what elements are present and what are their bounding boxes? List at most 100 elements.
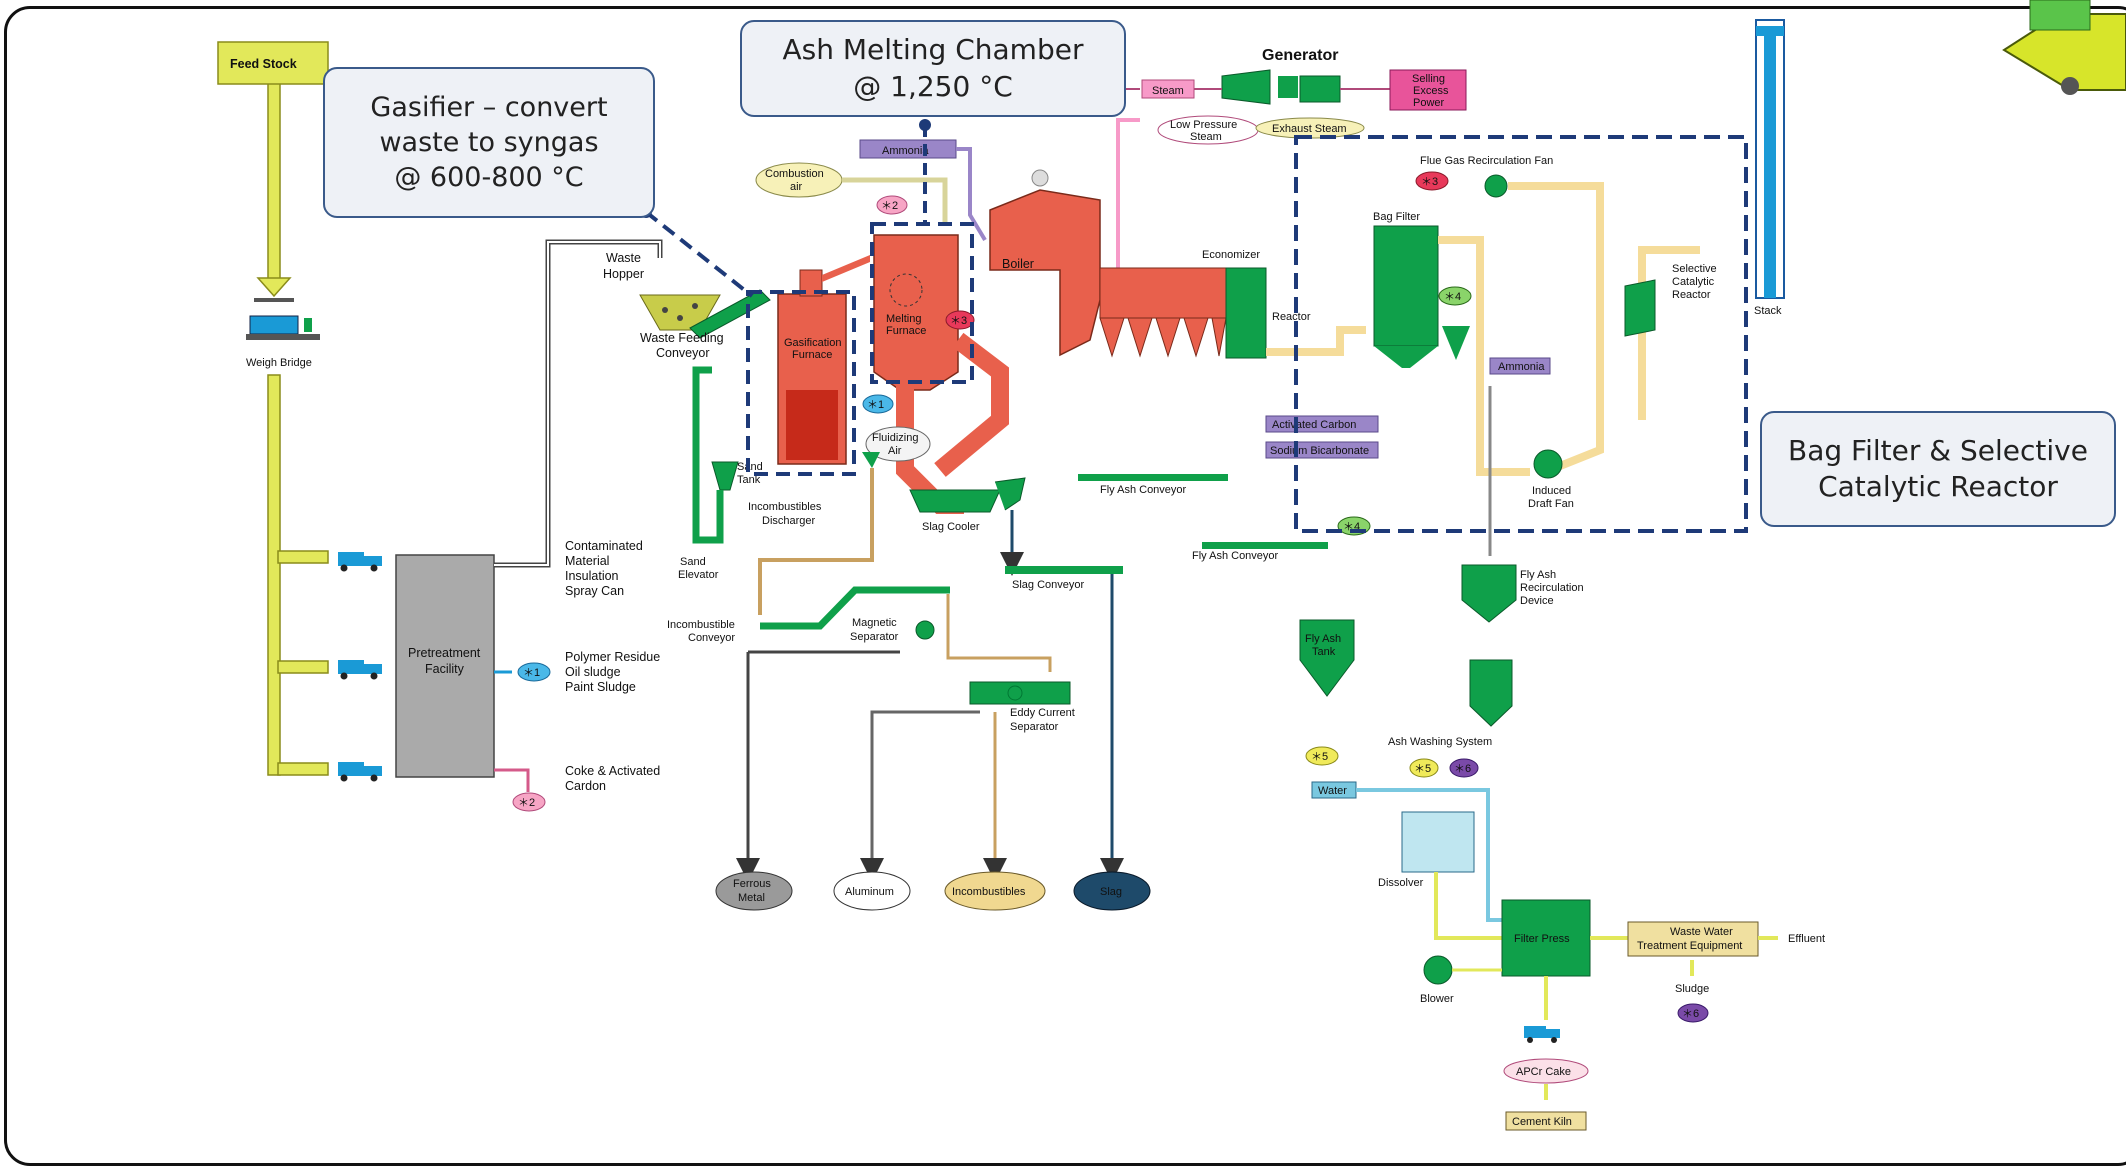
incombustible-conveyor: [760, 586, 950, 630]
sand-elevator: [692, 366, 724, 544]
svg-text:Furnace: Furnace: [792, 349, 832, 361]
water-line: [1356, 788, 1502, 922]
svg-text:Incombustibles: Incombustibles: [952, 886, 1026, 898]
slag-cooler: Slag Cooler: [909, 489, 1001, 533]
fly-ash-hoppers: [1099, 267, 1227, 358]
svg-text:Contaminated: Contaminated: [565, 539, 643, 553]
polymer-text: Polymer Residue Oil sludge Paint Sludge: [565, 650, 660, 694]
svg-text:Hopper: Hopper: [603, 267, 644, 281]
to-eddy-line: [946, 594, 1052, 672]
marker-3: [1415, 171, 1449, 191]
svg-text:Ammonia: Ammonia: [1498, 361, 1545, 373]
svg-text:Tank: Tank: [737, 474, 761, 486]
boiler: Boiler: [989, 169, 1101, 357]
svg-text:Selling: Selling: [1412, 73, 1445, 85]
svg-text:Waste: Waste: [606, 251, 641, 265]
contaminated-line-inner: [494, 241, 661, 566]
svg-text:Ammonia: Ammonia: [882, 145, 929, 157]
generator: Generator: [1221, 47, 1341, 105]
ash-melting-callout-line: Ash Melting Chamber: [782, 33, 1084, 67]
svg-text:Feed Stock: Feed Stock: [230, 57, 297, 71]
svg-text:＊4: ＊4: [1444, 291, 1461, 303]
combustion-air: Combustion air: [755, 162, 843, 198]
gasifier-highlight: [746, 290, 856, 476]
selling-power-box: Selling Excess Power: [1389, 69, 1467, 111]
svg-text:＊5: ＊5: [1414, 763, 1431, 775]
svg-text:Slag: Slag: [1100, 886, 1122, 898]
svg-text:Discharger: Discharger: [762, 515, 816, 527]
svg-text:Activated Carbon: Activated Carbon: [1272, 419, 1356, 431]
gasifier-pointer: [644, 210, 754, 298]
truck-icon: [1524, 1026, 1560, 1043]
svg-text:＊2: ＊2: [881, 200, 898, 212]
svg-text:＊1: ＊1: [523, 667, 540, 679]
svg-text:Coke & Activated: Coke & Activated: [565, 764, 660, 778]
svg-text:Magnetic: Magnetic: [852, 617, 897, 629]
bag-filter-callout-line: Catalytic Reactor: [1818, 470, 2058, 503]
svg-text:Sand: Sand: [680, 556, 706, 568]
recirc-duct: [1508, 182, 1604, 470]
svg-text:Waste Water: Waste Water: [1670, 926, 1733, 938]
ammonia-box: [1489, 357, 1551, 375]
melting-highlight: [870, 222, 974, 384]
truck-icon: [338, 660, 382, 680]
fluidizing-air: Fluidizing Air: [865, 426, 931, 462]
svg-text:Effluent: Effluent: [1788, 933, 1825, 945]
svg-text:Fly Ash: Fly Ash: [1305, 633, 1341, 645]
feed-stock-box: Feed Stock: [217, 41, 329, 85]
svg-text:Reactor: Reactor: [1272, 311, 1311, 323]
slag-output: Slag: [1073, 871, 1151, 911]
gasifier-callout-line: waste to syngas: [379, 126, 599, 158]
svg-text:Sludge: Sludge: [1675, 983, 1709, 995]
svg-text:Fly Ash Conveyor: Fly Ash Conveyor: [1100, 484, 1187, 496]
truck-icon: [338, 762, 382, 782]
fly-ash-recirculation-device: Fly Ash Recirculation Device: [1461, 564, 1584, 727]
contaminated-text: Contaminated Material Insulation Spray C…: [565, 539, 643, 598]
pretreatment-facility: Pretreatment Facility: [395, 554, 495, 778]
svg-text:Fly Ash Conveyor: Fly Ash Conveyor: [1192, 550, 1279, 562]
truck-logo-icon: [2002, 0, 2126, 95]
marker-6: [1449, 758, 1479, 778]
svg-text:Flue Gas Recirculation Fan: Flue Gas Recirculation Fan: [1420, 155, 1553, 167]
svg-text:Slag Cooler: Slag Cooler: [922, 521, 980, 533]
eddy-current-separator: Eddy Current Separator: [969, 681, 1075, 733]
filter-press: Filter Press: [1501, 899, 1591, 977]
marker-5: [1305, 746, 1339, 766]
svg-text:Stack: Stack: [1754, 305, 1782, 317]
svg-text:Sodium Bicarbonate: Sodium Bicarbonate: [1270, 445, 1369, 457]
dissolver: Dissolver: [1378, 811, 1475, 889]
svg-text:Incombustible: Incombustible: [667, 619, 735, 631]
svg-text:＊1: ＊1: [867, 399, 884, 411]
svg-text:Draft Fan: Draft Fan: [1528, 498, 1574, 510]
svg-text:Polymer Residue: Polymer Residue: [565, 650, 660, 664]
svg-text:Air: Air: [888, 445, 902, 457]
gasifier-callout-line: Gasifier – convert: [370, 91, 608, 123]
stack: Stack: [1754, 19, 1785, 317]
blower: Blower: [1420, 955, 1454, 1005]
svg-text:Fly Ash: Fly Ash: [1520, 569, 1556, 581]
fly-ash-conveyor-2: [1202, 542, 1328, 549]
bag-to-fan-duct: [1438, 236, 1530, 476]
svg-text:Water: Water: [1318, 785, 1347, 797]
svg-text:Furnace: Furnace: [886, 325, 926, 337]
svg-text:Melting: Melting: [886, 313, 921, 325]
slurry-line: [1434, 872, 1502, 940]
svg-text:Bag Filter: Bag Filter: [1373, 211, 1420, 223]
truck-icon: [338, 552, 382, 572]
melting-pointer-dot: [919, 119, 931, 131]
ammonia-line: [956, 147, 987, 242]
svg-text:air: air: [790, 181, 803, 193]
svg-text:Tank: Tank: [1312, 646, 1336, 658]
svg-text:Low Pressure: Low Pressure: [1170, 119, 1237, 131]
svg-text:Dissolver: Dissolver: [1378, 877, 1424, 889]
coke-text: Coke & Activated Cardon: [565, 764, 660, 793]
discharger-hopper: [862, 452, 880, 468]
svg-text:Waste Feeding: Waste Feeding: [640, 331, 724, 345]
svg-text:Recirculation: Recirculation: [1520, 582, 1584, 594]
svg-text:Filter Press: Filter Press: [1514, 933, 1570, 945]
flue-duct: [934, 332, 1009, 477]
svg-text:Facility: Facility: [425, 662, 465, 676]
bag-filter: Bag Filter: [1373, 211, 1439, 368]
svg-text:Pretreatment: Pretreatment: [408, 646, 481, 660]
svg-text:＊5: ＊5: [1311, 751, 1328, 763]
